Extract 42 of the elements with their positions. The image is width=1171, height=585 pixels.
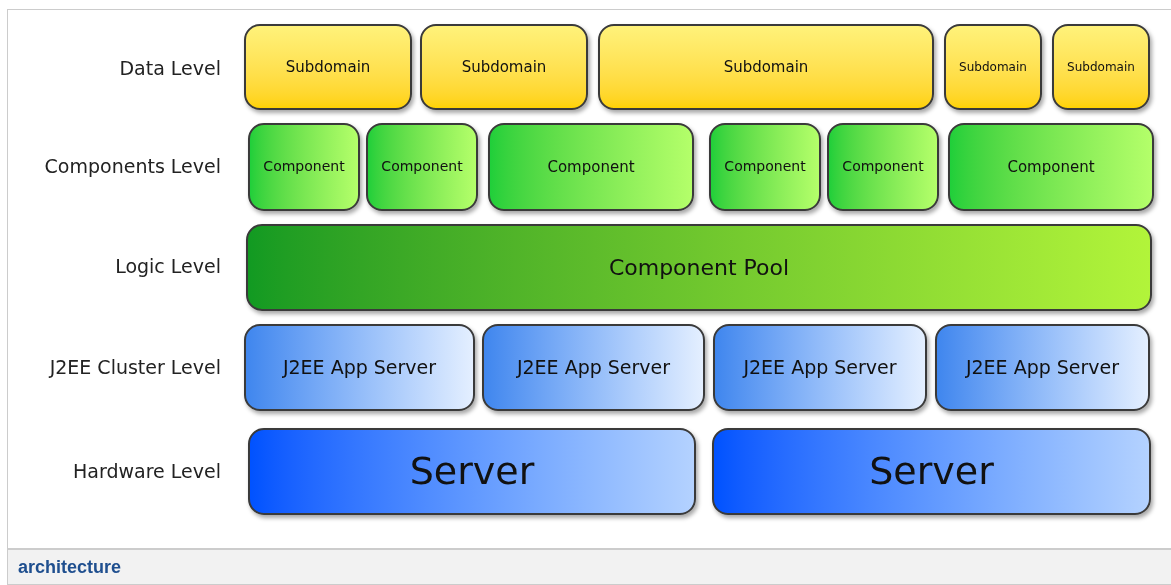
box-label: Server [409, 447, 535, 495]
box-label: J2EE App Server [743, 355, 897, 380]
box-label: J2EE App Server [516, 355, 671, 380]
box-label: Component [1007, 157, 1095, 177]
box-label: Subdomain [285, 57, 371, 77]
box-label: Component Pool [608, 253, 790, 282]
level-label: Data Level [119, 55, 221, 81]
level-box [420, 24, 588, 110]
box-label: Subdomain [723, 57, 809, 77]
box-label: Subdomain [461, 57, 547, 77]
box-label: Component [547, 157, 635, 177]
box-label: Component [842, 158, 924, 176]
level-box [1052, 24, 1150, 110]
box-label: Component [381, 158, 463, 176]
level-box [827, 123, 939, 211]
box-label: J2EE App Server [282, 355, 437, 380]
level-box [244, 24, 412, 110]
level-box [948, 123, 1154, 211]
box-label: Component [724, 158, 806, 176]
level-label: J2EE Cluster Level [49, 354, 221, 380]
level-box [248, 123, 360, 211]
level-box [244, 324, 475, 411]
level-box [713, 324, 927, 411]
level-box [366, 123, 478, 211]
level-label: Hardware Level [73, 458, 221, 484]
box-label: Subdomain [1067, 59, 1135, 75]
level-box [944, 24, 1042, 110]
caption: architecture [18, 555, 122, 579]
box-label: J2EE App Server [965, 355, 1120, 380]
level-box [712, 428, 1151, 515]
level-box [248, 428, 696, 515]
level-label: Components Level [44, 153, 221, 179]
box-label: Subdomain [959, 59, 1027, 75]
level-box [488, 123, 694, 211]
level-box [482, 324, 705, 411]
level-box [935, 324, 1150, 411]
level-box [246, 224, 1152, 311]
level-label: Logic Level [115, 253, 221, 279]
level-box [598, 24, 934, 110]
level-box [709, 123, 821, 211]
box-label: Server [869, 447, 994, 495]
box-label: Component [263, 158, 345, 176]
